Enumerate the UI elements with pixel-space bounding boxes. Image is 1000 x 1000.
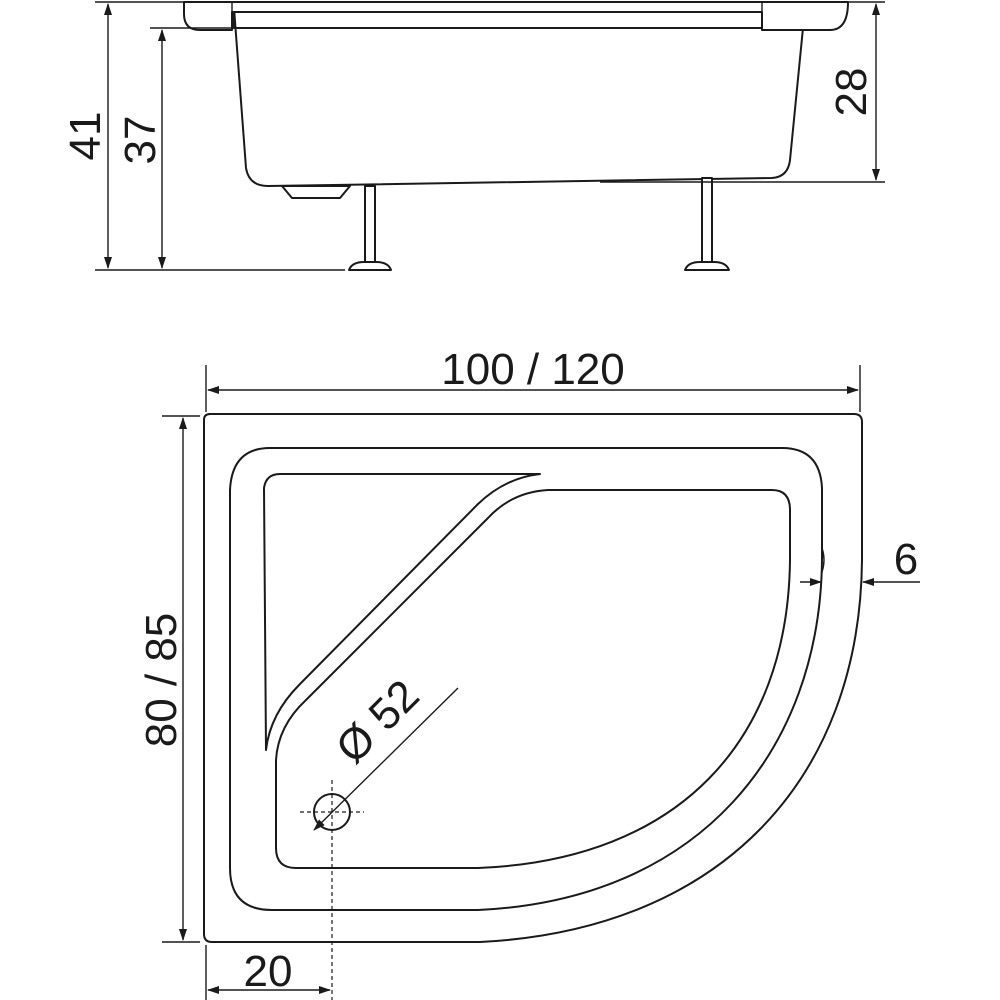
- corner-seat: [263, 473, 541, 751]
- dim-total-height-label: 41: [61, 112, 110, 161]
- dimension-tray-height: 28: [827, 3, 880, 181]
- dimension-depth: 80 / 85: [137, 417, 187, 941]
- tray-basin: [275, 489, 791, 869]
- top-view: Ø 52 100 / 120 80 / 85 6 20: [137, 345, 920, 1000]
- dim-leg-height-label: 37: [116, 116, 165, 165]
- tray-inner-rim: [229, 447, 823, 911]
- drain-housing: [281, 185, 351, 199]
- dimension-width: 100 / 120: [207, 345, 859, 394]
- tray-side-rim: [183, 1, 849, 31]
- dim-depth-label: 80 / 85: [137, 613, 186, 748]
- dimension-leg-height: 37: [116, 29, 166, 269]
- dimension-rim: 6: [800, 535, 920, 586]
- dim-width-label: 100 / 120: [441, 345, 625, 394]
- support-leg-left: [348, 185, 392, 271]
- drain: Ø 52: [300, 671, 459, 1000]
- support-leg-right: [684, 177, 730, 271]
- tray-outer-contour: [203, 413, 863, 943]
- dim-drain-diameter-label: Ø 52: [327, 671, 429, 773]
- dimension-total-height: 41: [61, 3, 112, 269]
- dimension-drain-offset: 20: [207, 947, 331, 996]
- dim-drain-offset-label: 20: [244, 947, 293, 996]
- tray-side-profile: [233, 7, 804, 187]
- dim-rim-label: 6: [894, 535, 918, 584]
- side-view: 41 37 28: [61, 1, 885, 271]
- dim-tray-height-label: 28: [827, 68, 876, 117]
